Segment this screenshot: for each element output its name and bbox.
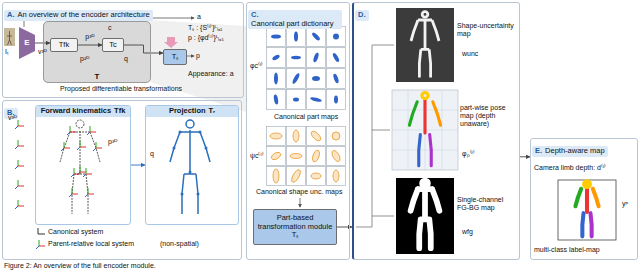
edge-label: v³ᴰ (37, 48, 48, 56)
figure-label: multi-class label-map (534, 246, 600, 254)
figure-label: Tₛ : {S⁽ˡ⁾}ᴸₗ₌₁ (188, 24, 222, 32)
figure-label: (non-spatial) (160, 240, 199, 248)
figure-label: Canonical shape unc. maps (256, 188, 342, 196)
node-text: Forward kinematics (41, 107, 111, 116)
figure-label: part-wise pose map (depth unaware) (460, 104, 518, 128)
node-text: Projection (169, 107, 206, 116)
node-text: Part-based transformation module (256, 214, 334, 231)
panel: C.Canonical part dictionaryPart-based tr… (246, 2, 350, 260)
figure-label: q (150, 150, 154, 158)
sub-panel: Forward kinematicsTfk (35, 105, 131, 225)
figure-label: Camera limb depth: d⁽ˡ⁾ (534, 164, 606, 172)
figure-label: yᵖ (622, 200, 628, 208)
node-text: Tc (109, 41, 117, 50)
panel-letter: A. (7, 11, 15, 20)
panel-letter: E. (535, 147, 542, 156)
panel-header: A.An overview of the encoder architectur… (4, 10, 153, 21)
figure-label: p³ᴰ (108, 138, 117, 146)
node-text: Canonical part dictionary (251, 20, 334, 29)
panel-header: E.Depth-aware map (532, 146, 608, 157)
sub-panel: ProjectionTᵣ (145, 105, 239, 225)
panel: B.Forward kinematicsTfkProjectionTᵣ (2, 100, 242, 260)
figure-label: φc⁽ˡ⁾ (250, 62, 263, 70)
node-text: Tᵣ (209, 107, 215, 116)
arrow-connector (131, 165, 145, 166)
node-text: T (95, 72, 100, 81)
node-text: E (24, 38, 29, 47)
figure-label: Canonical part maps (274, 113, 338, 121)
encoder-trapezoid: E (19, 27, 35, 59)
figure-label: p : {φd⁽ˡ⁾}ᴸₗ₌₁ (188, 34, 224, 42)
figure-label: Iₜ (5, 48, 9, 56)
figure-label: ψc⁽ˡ⁾ (250, 152, 264, 160)
figure-label: Shape-uncertainty map (457, 22, 517, 38)
figure-label: φₚ⁽ˡ⁾ (462, 150, 475, 158)
edge-label: p³ᴰ (84, 33, 95, 41)
figure-label: Single-channel FG-BG map (457, 196, 517, 212)
arrow-connector (78, 45, 102, 46)
arrow-connector (124, 45, 163, 53)
panel: E.Depth-aware map (530, 138, 638, 260)
arrow-connector (520, 156, 530, 157)
figure-label: c (108, 24, 112, 32)
panel-header: C.Canonical part dictionary (248, 10, 342, 29)
panel-letter: D. (358, 11, 366, 20)
figure-label: q (124, 55, 128, 63)
process-box: Tfk (50, 38, 78, 52)
figure-label: wunc (462, 50, 478, 58)
node-text: Tfk (114, 107, 125, 116)
figure-label: Canonical system (48, 228, 103, 236)
panel-header: ProjectionTᵣ (146, 106, 238, 117)
figure-label: Proposed differentiable transformations (60, 85, 182, 93)
transform-group: T Tfk Tc (43, 21, 151, 83)
process-box: Tₛ (163, 49, 187, 65)
panel-letter: C. (251, 11, 259, 20)
figure-label: p (196, 52, 200, 60)
panel-header: Forward kinematicsTfk (36, 106, 130, 117)
figure-label: Parent-relative local system (48, 240, 134, 248)
figure-label: wfg (462, 228, 473, 236)
node-text: Tₛ (172, 53, 179, 62)
process-box: Tc (102, 38, 124, 52)
node-text: Depth-aware map (545, 147, 605, 156)
node-text: Tₛ (292, 231, 299, 240)
figure-label: v³ᴰ (8, 114, 17, 122)
process-box: Part-based transformation moduleTₛ (253, 209, 337, 245)
node-text: Tfk (59, 41, 69, 50)
box-fill (43, 21, 151, 83)
figure-label: Appearance: a (188, 70, 234, 78)
node-text: An overview of the encoder architecture (18, 11, 150, 20)
panel-header: D. (355, 10, 369, 21)
figure-caption: Figure 2: An overview of the full encode… (4, 262, 156, 270)
panel: D. (352, 2, 520, 260)
figure-label: a (197, 13, 201, 21)
figure-label: p²ᴰ (80, 55, 89, 63)
